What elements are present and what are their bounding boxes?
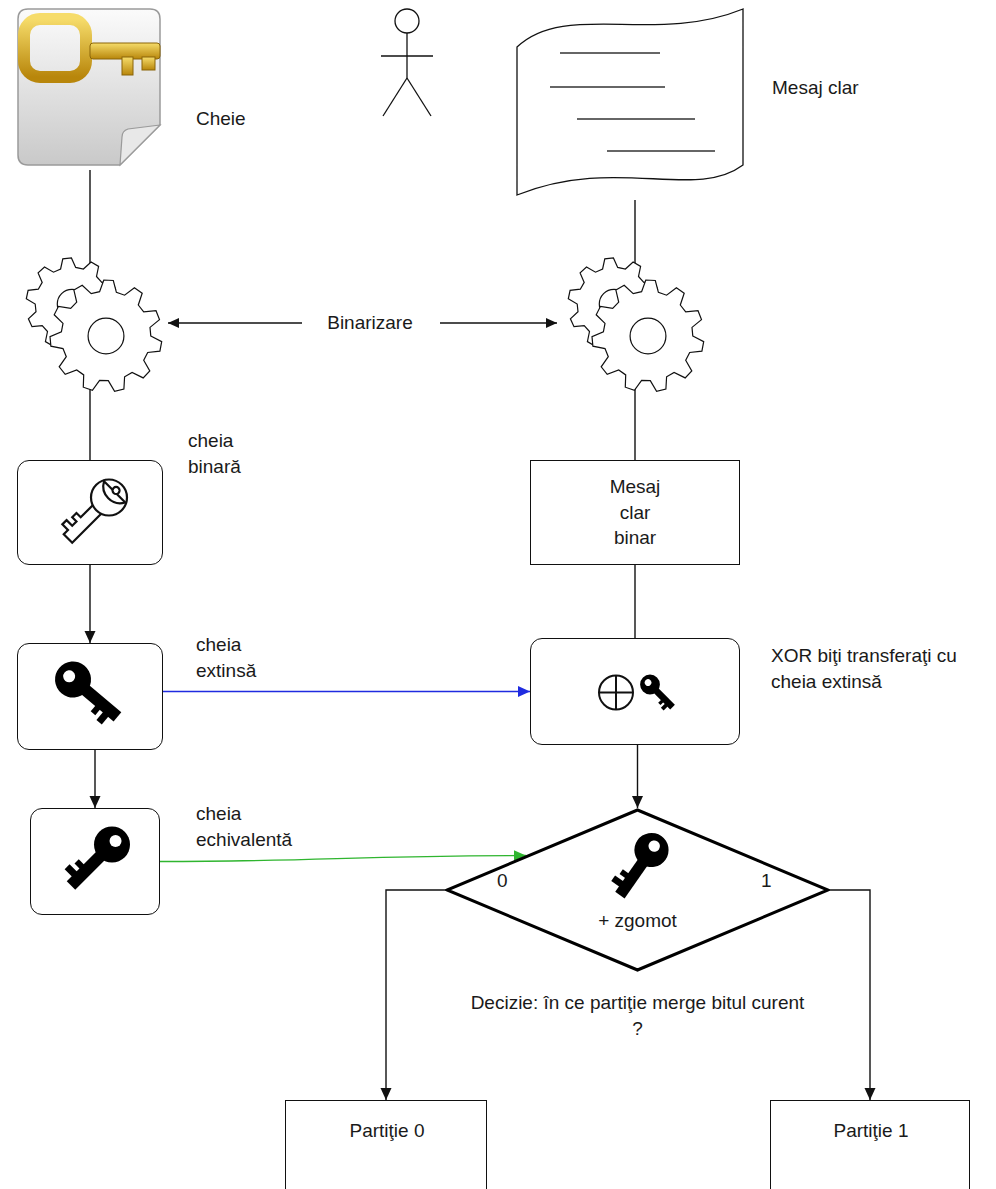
node-text: XOR biţi transferaţi cu cheia extinsă — [771, 643, 987, 694]
key-box: cheia extinsă — [17, 643, 163, 750]
node-text: Partiţie 1 — [771, 1118, 971, 1144]
gear-symbol — [592, 280, 704, 391]
connector — [634, 565, 635, 638]
gear-hole — [88, 318, 124, 354]
key-icon — [18, 461, 164, 566]
key-box: cheia echivalentă — [30, 808, 160, 915]
key-image: Cheie — [10, 5, 165, 170]
connector — [830, 890, 870, 1100]
node-text: + zgomot — [445, 908, 830, 934]
connector — [160, 856, 526, 862]
process-box: Mesaj clar binar — [530, 460, 740, 565]
key-image — [10, 5, 165, 170]
node-text: cheia extinsă — [196, 632, 286, 683]
binarize-arrow — [168, 322, 302, 323]
stick-figure — [381, 9, 433, 116]
gear-hole — [630, 318, 666, 354]
node-text: 0 — [497, 868, 517, 894]
connector — [386, 890, 445, 1100]
xor-icon — [531, 639, 741, 746]
document-shape: Mesaj clar — [515, 5, 745, 200]
connector — [163, 691, 530, 692]
node-text: Mesaj clar binar — [600, 474, 670, 551]
key-icon — [18, 644, 164, 751]
connector — [637, 745, 638, 808]
node-text: 1 — [761, 868, 781, 894]
decision-diamond: 01+ zgomotDecizie: în ce partiţie merge … — [445, 808, 830, 972]
key-icon — [31, 809, 161, 916]
node-text: Cheie — [196, 106, 286, 132]
key-box: cheia binară — [17, 460, 163, 565]
partition-box: Partiţie 0 — [285, 1100, 487, 1189]
connector — [89, 565, 90, 643]
xor-box: XOR biţi transferaţi cu cheia extinsă — [530, 638, 740, 745]
node-text: Decizie: în ce partiţie merge bitul cure… — [465, 990, 810, 1041]
gear-symbols — [26, 258, 703, 391]
connector — [94, 750, 95, 808]
binarize-arrow — [440, 322, 557, 323]
document-shape — [515, 5, 745, 200]
node-text: cheia echivalentă — [196, 801, 308, 852]
partition-box: Partiţie 1 — [770, 1100, 970, 1189]
process-label: Binarizare — [310, 310, 430, 336]
node-text: cheia binară — [188, 428, 268, 479]
node-text: Partiţie 0 — [286, 1118, 488, 1144]
gear-symbol — [50, 280, 162, 391]
node-text: Mesaj clar — [772, 75, 902, 101]
